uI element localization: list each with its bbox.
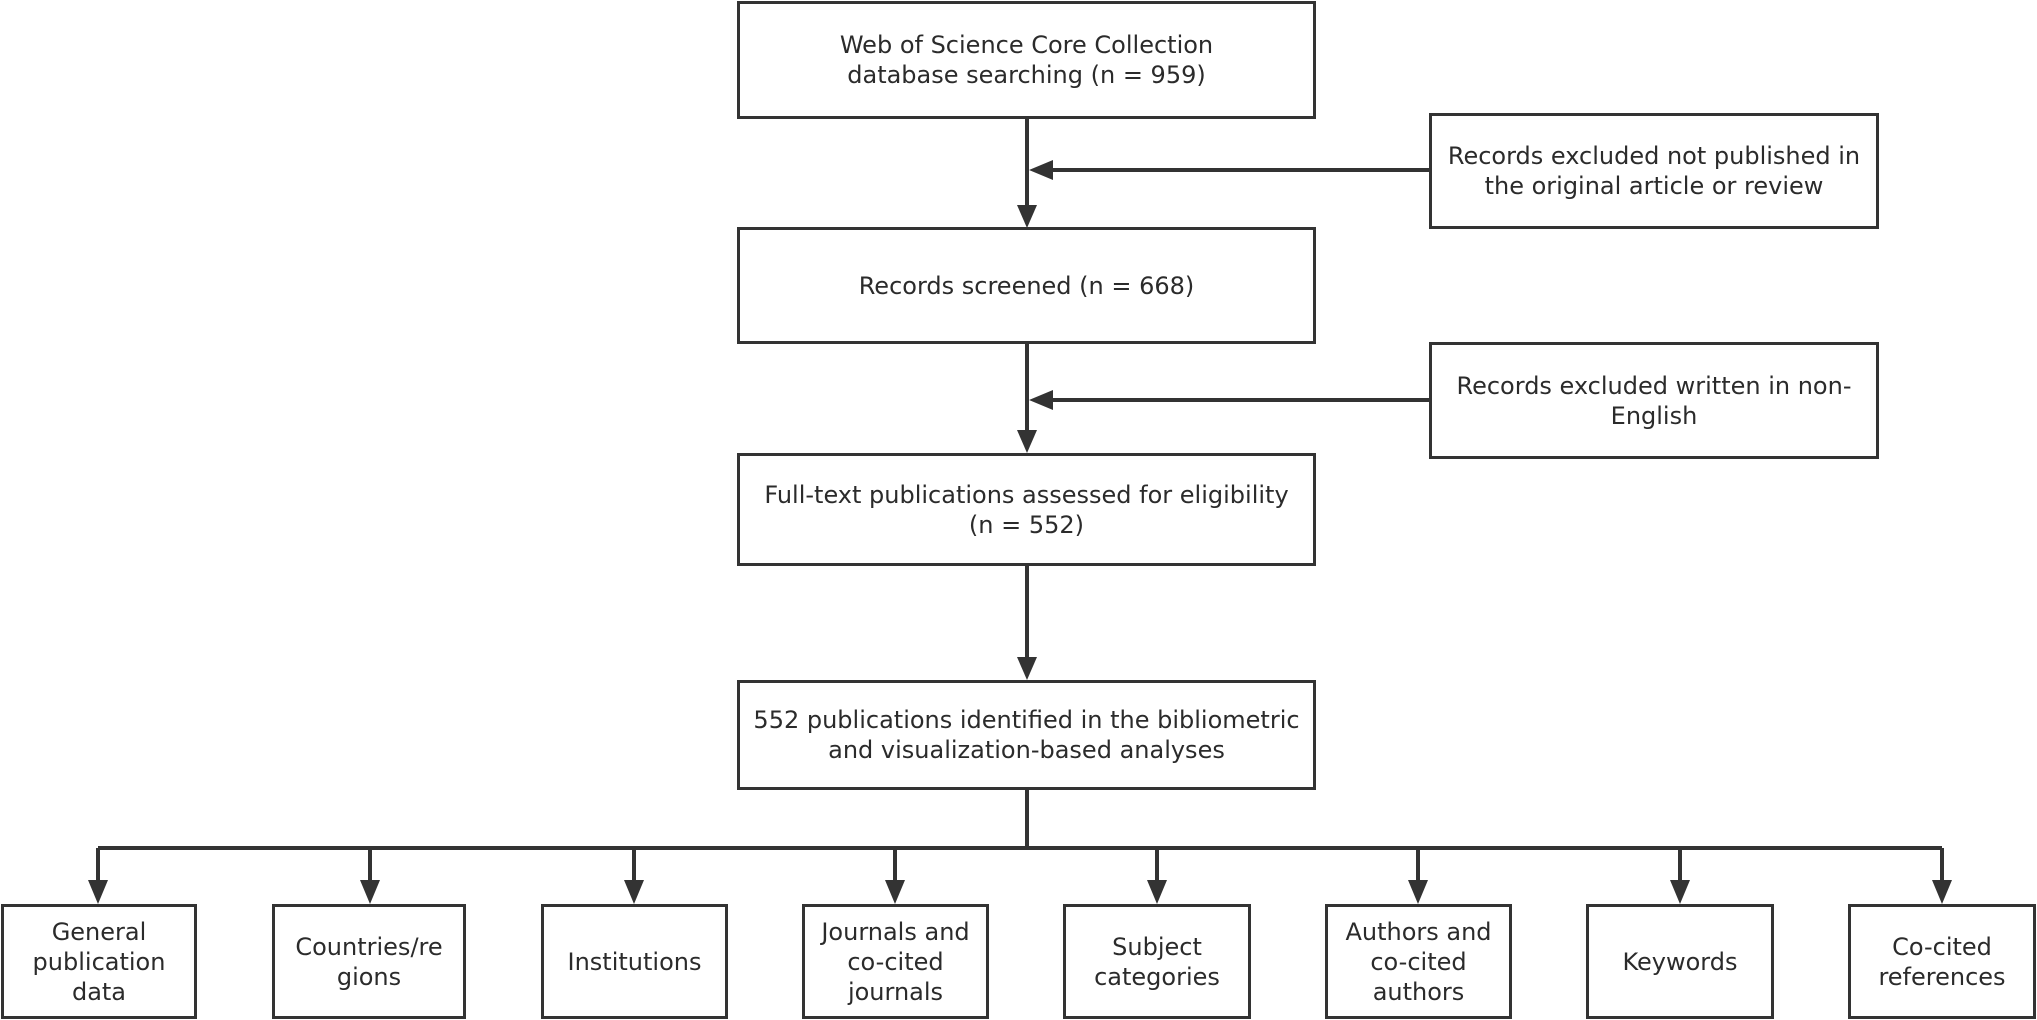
category-label: Subject categories <box>1094 932 1220 991</box>
screened-box: Records screened (n = 668) <box>737 227 1316 344</box>
arrowhead-to-identified <box>1017 657 1037 680</box>
exclusion-box-language-label: Records excluded written in non- English <box>1456 371 1852 430</box>
search-box: Web of Science Core Collection database … <box>737 1 1316 119</box>
screened-box-label: Records screened (n = 668) <box>858 271 1195 300</box>
category-label: Institutions <box>567 947 702 976</box>
arrowhead-to-fulltext <box>1017 430 1037 453</box>
category-label: Co-cited references <box>1878 932 2006 991</box>
exclusion-box-language: Records excluded written in non- English <box>1429 342 1879 459</box>
full-text-box: Full-text publications assessed for elig… <box>737 453 1316 566</box>
arrowhead-branch-6 <box>1408 880 1428 904</box>
category-box-journals: Journals and co-cited journals <box>802 904 989 1019</box>
identified-box-label: 552 publications identified in the bibli… <box>753 706 1300 764</box>
category-box-subject-categories: Subject categories <box>1063 904 1251 1019</box>
search-box-label: Web of Science Core Collection database … <box>839 31 1214 89</box>
arrowhead-branch-5 <box>1147 880 1167 904</box>
category-box-co-cited-references: Co-cited references <box>1848 904 2036 1019</box>
arrowhead-branch-1 <box>88 880 108 904</box>
exclusion-box-article-type: Records excluded not published in the or… <box>1429 113 1879 229</box>
category-box-countries-regions: Countries/re gions <box>272 904 466 1019</box>
exclusion-box-article-type-label: Records excluded not published in the or… <box>1447 142 1861 200</box>
category-label: General publication data <box>32 917 166 1006</box>
category-box-keywords: Keywords <box>1586 904 1774 1019</box>
arrowhead-branch-2 <box>360 880 380 904</box>
category-box-institutions: Institutions <box>541 904 728 1019</box>
full-text-box-label: Full-text publications assessed for elig… <box>764 480 1289 539</box>
arrowhead-exclusion-1 <box>1029 160 1053 180</box>
arrowhead-branch-7 <box>1670 880 1690 904</box>
category-label: Keywords <box>1622 947 1738 976</box>
arrowhead-branch-8 <box>1932 880 1952 904</box>
category-label: Countries/re gions <box>295 932 443 991</box>
arrowhead-branch-4 <box>885 880 905 904</box>
category-label: Journals and co-cited journals <box>821 917 970 1006</box>
arrowhead-exclusion-2 <box>1029 390 1053 410</box>
identified-box: 552 publications identified in the bibli… <box>737 680 1316 790</box>
category-box-authors: Authors and co-cited authors <box>1325 904 1512 1019</box>
category-label: Authors and co-cited authors <box>1345 917 1492 1006</box>
arrowhead-branch-3 <box>624 880 644 904</box>
category-box-general-publication-data: General publication data <box>1 904 197 1019</box>
arrowhead-to-screened <box>1017 205 1037 228</box>
